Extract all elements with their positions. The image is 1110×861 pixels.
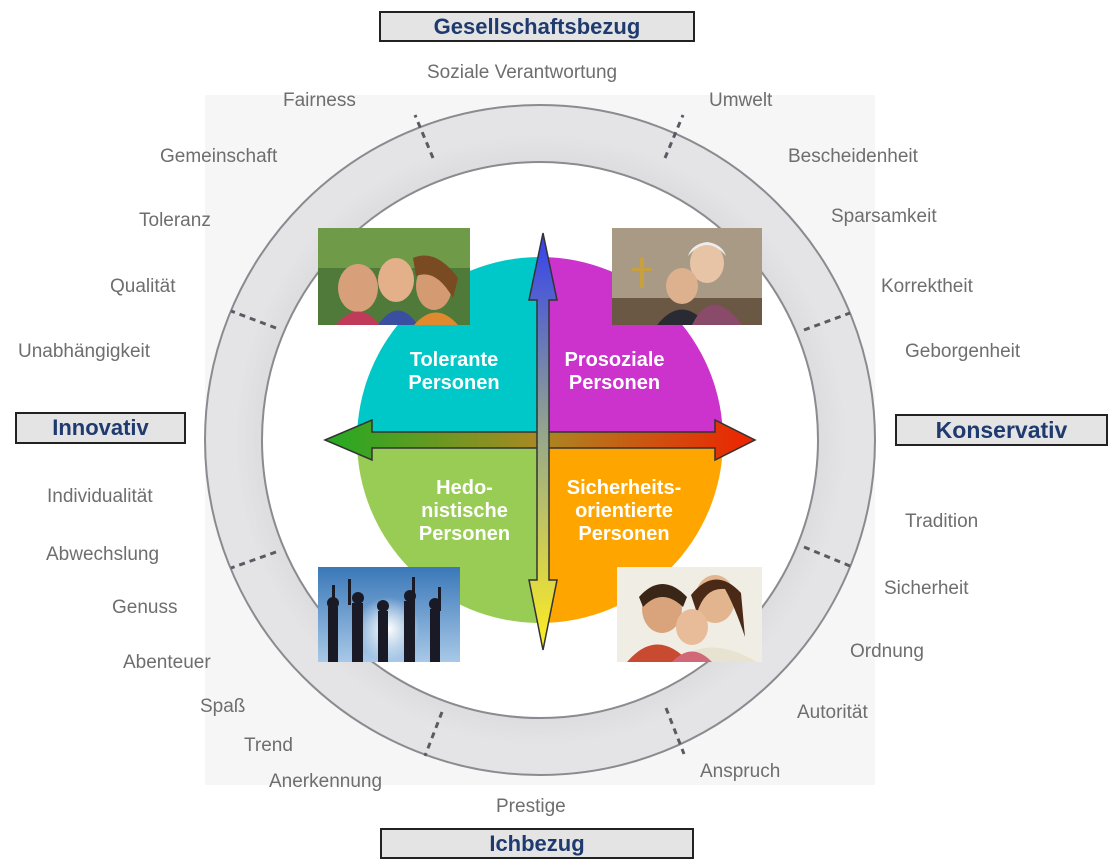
family-photo	[617, 567, 762, 662]
label-tolerante-personen: Tolerante Personen	[408, 349, 500, 394]
value-prestige: Prestige	[496, 796, 566, 817]
value-qualitaet: Qualität	[110, 276, 176, 297]
ring-dividers	[230, 114, 851, 757]
value-anerkennung: Anerkennung	[269, 771, 383, 792]
value-abwechslung: Abwechslung	[46, 544, 160, 565]
label-hedonistische-personen: Hedo- nistische Personen	[418, 477, 511, 545]
value-sparsamkeit: Sparsamkeit	[831, 206, 937, 227]
elderly-couple-photo	[612, 228, 762, 325]
value-unabhaengigkeit: Unabhängigkeit	[18, 341, 151, 362]
value-geborgenheit: Geborgenheit	[905, 341, 1021, 362]
value-genuss: Genuss	[112, 597, 178, 618]
value-trend: Trend	[244, 735, 293, 756]
value-korrektheit: Korrektheit	[881, 276, 973, 297]
label-sicherheitsorientierte-personen: Sicherheits- orientierte Personen	[566, 477, 682, 545]
value-fairness: Fairness	[283, 90, 356, 111]
axis-konservativ: Konservativ	[895, 414, 1108, 446]
value-abenteuer: Abenteuer	[123, 652, 211, 673]
label-prosoziale-personen: Prosoziale Personen	[564, 349, 665, 394]
value-anspruch: Anspruch	[700, 761, 781, 782]
vertical-arrow	[528, 232, 558, 651]
value-soziale-verantwortung: Soziale Verantwortung	[427, 62, 618, 83]
value-individualitaet: Individualität	[47, 486, 153, 507]
value-autoritaet: Autorität	[797, 702, 868, 723]
axis-innovativ: Innovativ	[15, 412, 186, 444]
outer-ring	[206, 106, 874, 774]
value-bescheidenheit: Bescheidenheit	[788, 146, 918, 167]
axis-ichbezug: Ichbezug	[380, 828, 694, 859]
value-sicherheit: Sicherheit	[884, 578, 969, 599]
value-spass: Spaß	[200, 696, 246, 717]
axis-gesellschaftsbezug: Gesellschaftsbezug	[379, 11, 695, 42]
value-ordnung: Ordnung	[850, 641, 924, 662]
friends-selfie-photo	[318, 228, 470, 325]
value-umwelt: Umwelt	[709, 90, 773, 111]
party-dancing-photo	[318, 567, 460, 662]
value-tradition: Tradition	[905, 511, 979, 532]
value-gemeinschaft: Gemeinschaft	[160, 146, 278, 167]
value-toleranz: Toleranz	[139, 210, 211, 231]
